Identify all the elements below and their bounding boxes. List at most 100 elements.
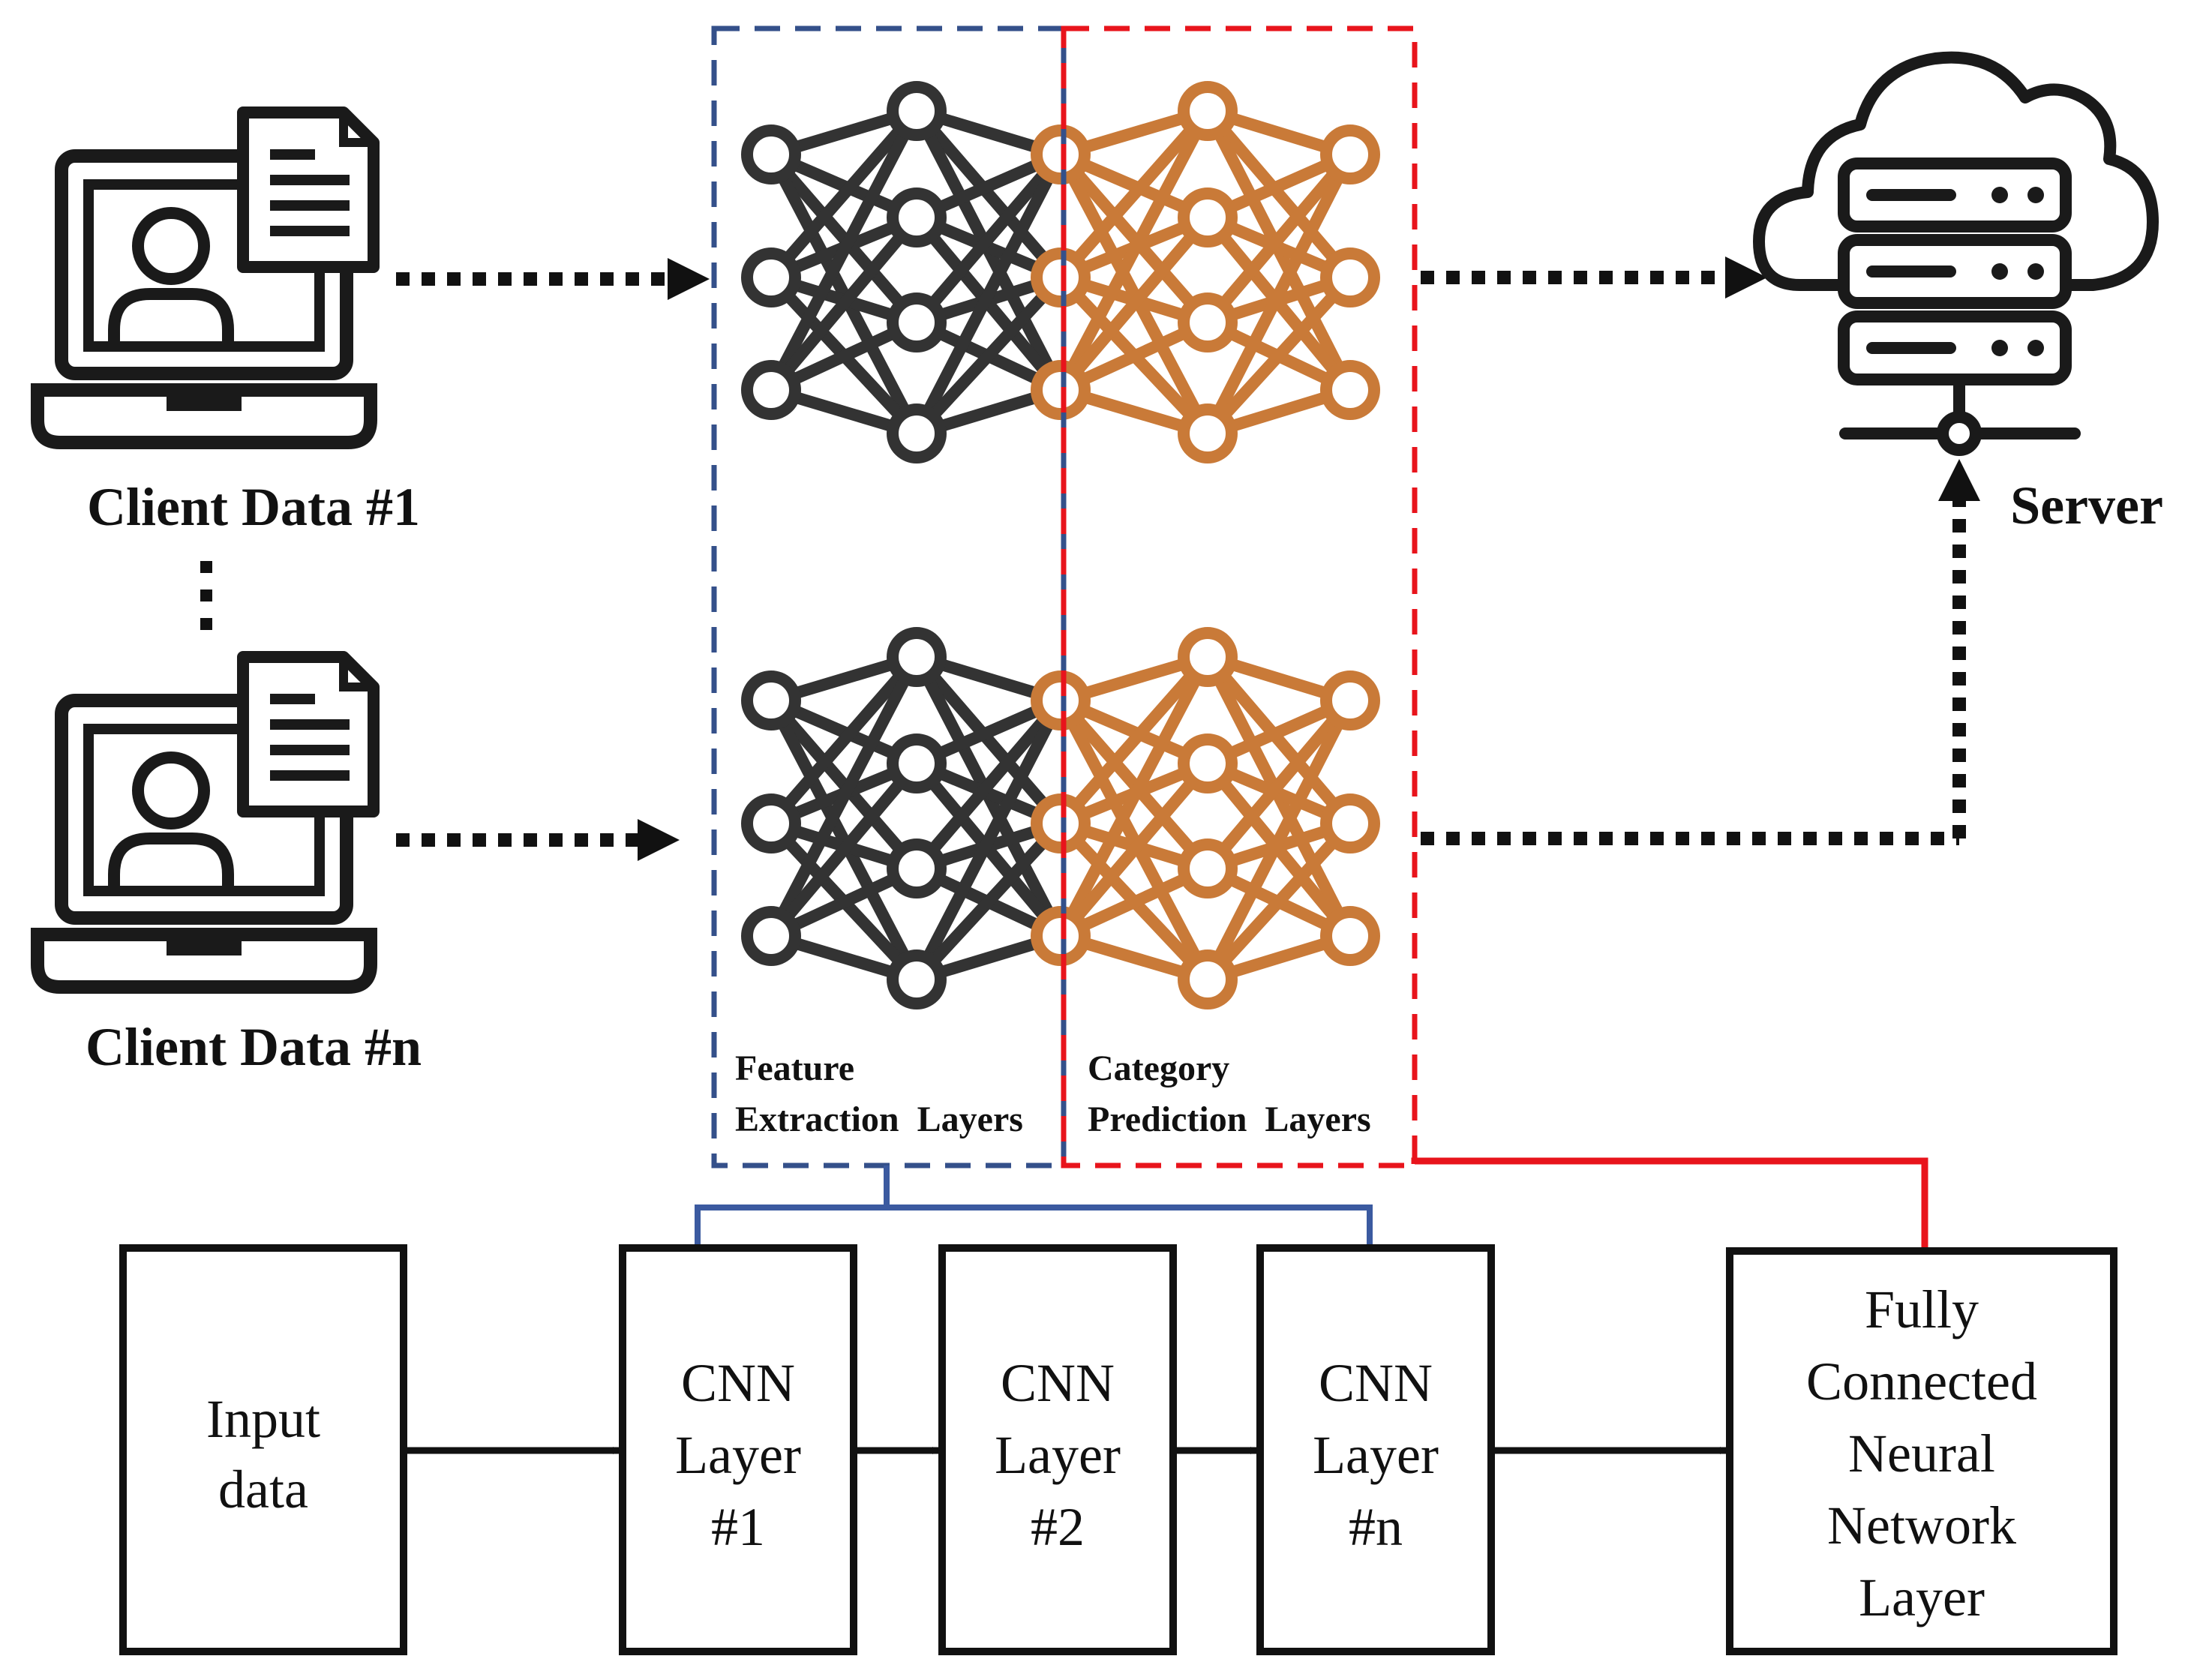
cnn-layer-1-line1: CNN (681, 1353, 795, 1413)
network-edge (912, 819, 1065, 984)
fc-layer-line4: Network (1827, 1496, 2016, 1556)
network-edge (1202, 152, 1356, 436)
network-node (1031, 794, 1091, 854)
network-node (1178, 950, 1238, 1010)
network-edge (911, 106, 1066, 282)
client-ellipsis-dots (200, 561, 212, 630)
fc-layer-line3: Neural (1848, 1424, 1995, 1484)
server-label: Server (2010, 476, 2163, 536)
cnn-layer-2-line1: CNN (1001, 1353, 1115, 1413)
server-arrowhead-bottom (1938, 459, 1980, 501)
network-edge (1203, 819, 1355, 984)
network-edge (911, 652, 1066, 828)
network-node (741, 794, 801, 854)
network-edge (765, 108, 923, 393)
network-edge (911, 698, 1067, 982)
server-indicator-dots (1991, 187, 2044, 356)
network-edge (1202, 106, 1355, 282)
network-node (1178, 292, 1238, 352)
neural-network-client-n (741, 627, 1380, 1010)
network-node (1178, 838, 1238, 898)
network-node (1320, 794, 1380, 854)
cnn-layer-n-line2: Layer (1313, 1425, 1439, 1485)
network-node (1031, 670, 1091, 730)
client-1-arrowhead (668, 258, 710, 300)
client-n-label: Client Data #n (86, 1017, 422, 1077)
cnn-layer-1-line3: #1 (711, 1497, 765, 1557)
network-node (741, 248, 801, 308)
network-node (887, 627, 947, 687)
network-edge (912, 273, 1065, 438)
network-node (1178, 734, 1238, 794)
network-node (1178, 188, 1238, 248)
network-node (887, 292, 947, 352)
network-edge (1202, 698, 1356, 982)
network-node (1320, 670, 1380, 730)
network-node (1031, 248, 1091, 308)
cnn-layer-2-line3: #2 (1031, 1497, 1085, 1557)
cnn-layer-n-box (1256, 1244, 1495, 1655)
network-node (1320, 906, 1380, 966)
cnn-layer-n-line1: CNN (1319, 1353, 1433, 1413)
fc-layer-line2: Connected (1806, 1352, 2037, 1412)
cnn-layer-n-line3: #n (1349, 1497, 1403, 1557)
network-edge (1055, 213, 1213, 394)
network-node (887, 734, 947, 794)
network-edge (911, 152, 1067, 436)
network-node (1031, 124, 1091, 184)
network-node (1320, 124, 1380, 184)
feature-region-label-line2: Extraction Layers (735, 1100, 1023, 1139)
input-data-line2: data (218, 1460, 308, 1520)
feature-layers-bracket (695, 1204, 1373, 1254)
cloud-server-icon (1753, 51, 2159, 456)
network-edge (1056, 106, 1212, 282)
feature-region-label-line1: Feature (735, 1048, 854, 1088)
client-1-laptop-icon (31, 106, 380, 449)
fully-connected-layer-box (1726, 1247, 2117, 1655)
network-edge (765, 654, 923, 939)
network-node (741, 906, 801, 966)
network-node (1320, 360, 1380, 420)
client-n-laptop-icon (31, 651, 380, 994)
prediction-to-fc-connector (1411, 1157, 1928, 1250)
network-edge (1203, 273, 1355, 438)
cnn-layer-2-line2: Layer (995, 1425, 1121, 1485)
input-data-line1: Input (206, 1389, 320, 1449)
network-node (1320, 248, 1380, 308)
client-n-arrowhead (638, 819, 680, 861)
fc-layer-line1: Fully (1865, 1280, 1979, 1340)
network-edge (911, 696, 1066, 873)
network-edge (766, 652, 922, 828)
network-edge (911, 150, 1066, 327)
input-data-box (119, 1244, 407, 1655)
network-edge (1202, 652, 1355, 828)
network-edge (1055, 108, 1214, 393)
network-node (1031, 906, 1091, 966)
network-edge (766, 759, 922, 940)
cnn-layer-1-line2: Layer (675, 1425, 801, 1485)
network-node (887, 950, 947, 1010)
network-node (741, 670, 801, 730)
network-node (887, 81, 947, 141)
network-edge (1202, 150, 1355, 327)
network-node (887, 188, 947, 248)
server-arrowhead-top (1725, 256, 1767, 298)
network-node (887, 404, 947, 464)
network-node (887, 838, 947, 898)
category-prediction-region (1061, 26, 1418, 1168)
client-1-label: Client Data #1 (87, 477, 420, 537)
network-edge (1056, 652, 1212, 828)
network-node (1178, 627, 1238, 687)
network-edge (766, 106, 922, 282)
neural-network-client-1 (741, 81, 1380, 464)
fc-layer-line5: Layer (1859, 1568, 1985, 1628)
network-node (741, 360, 801, 420)
network-node (1031, 360, 1091, 420)
network-node (741, 124, 801, 184)
prediction-region-label-line2: Prediction Layers (1088, 1100, 1371, 1139)
network-node (1178, 404, 1238, 464)
network-edge (766, 213, 922, 394)
network-node (1178, 81, 1238, 141)
network-edge (1055, 654, 1214, 939)
